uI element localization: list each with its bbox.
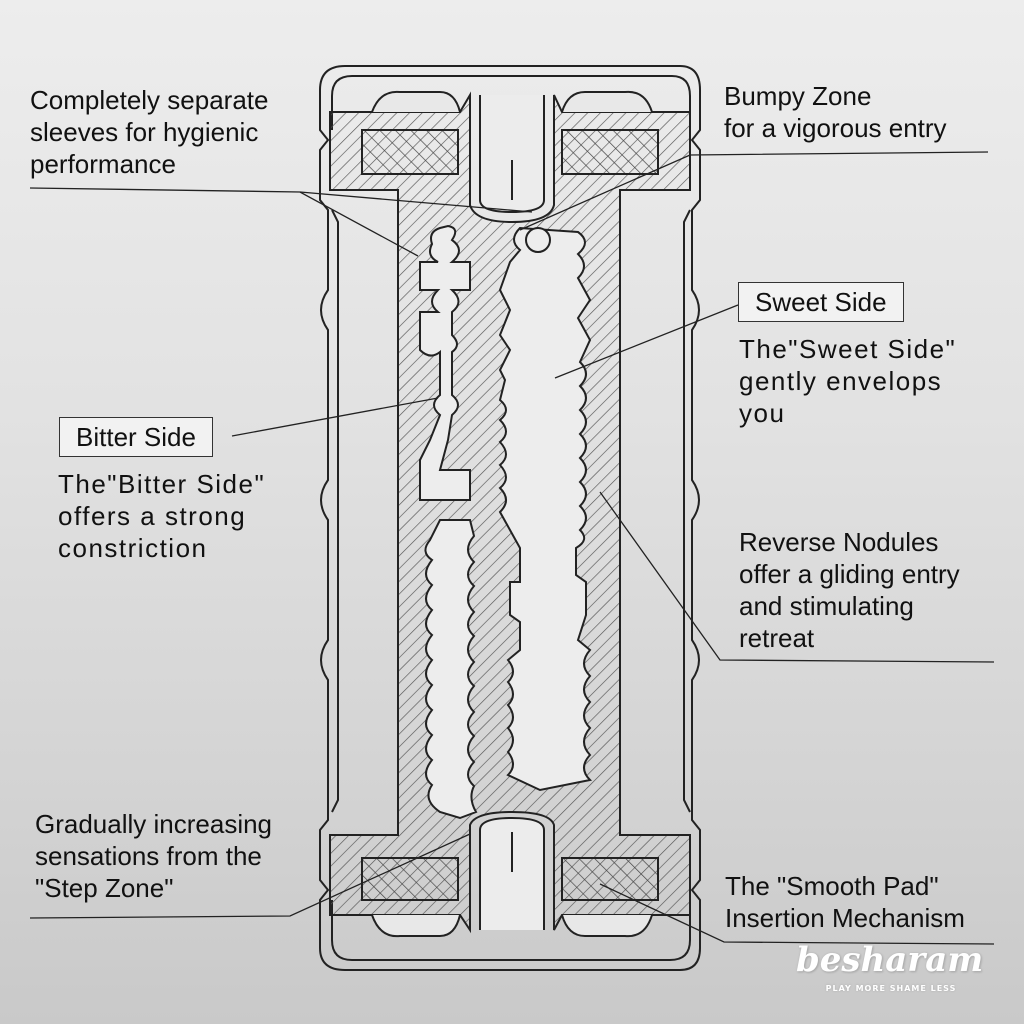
leader-lines [29, 151, 995, 945]
separate-sleeves-label: Completely separate sleeves for hygienic… [30, 85, 269, 179]
bitter-side-description: The"Bitter Side" offers a strong constri… [58, 469, 266, 563]
bitter-side-title: Bitter Side [59, 417, 213, 457]
step-zone-label: Gradually increasing sensations from the… [35, 809, 273, 903]
bottom-cap [361, 816, 659, 938]
besharam-logo: besharam PLAY MORE SHAME LESS [796, 936, 984, 1000]
sweet-side-description: The"Sweet Side" gently envelops you [739, 334, 957, 428]
outer-casing [319, 65, 701, 971]
logo-wordmark: besharam [796, 940, 984, 980]
sweet-side-title: Sweet Side [738, 282, 904, 322]
reverse-nodules-label: Reverse Nodules offer a gliding entry an… [739, 527, 960, 653]
smooth-pad-label: The "Smooth Pad" Insertion Mechanism [725, 871, 965, 933]
bumpy-zone-label: Bumpy Zone for a vigorous entry [724, 81, 947, 143]
top-cap [361, 90, 659, 214]
sweet-side-channel [498, 226, 593, 792]
bitter-side-channel [419, 224, 478, 820]
logo-tagline: PLAY MORE SHAME LESS [825, 984, 957, 993]
sweet-side-bump [525, 227, 551, 253]
